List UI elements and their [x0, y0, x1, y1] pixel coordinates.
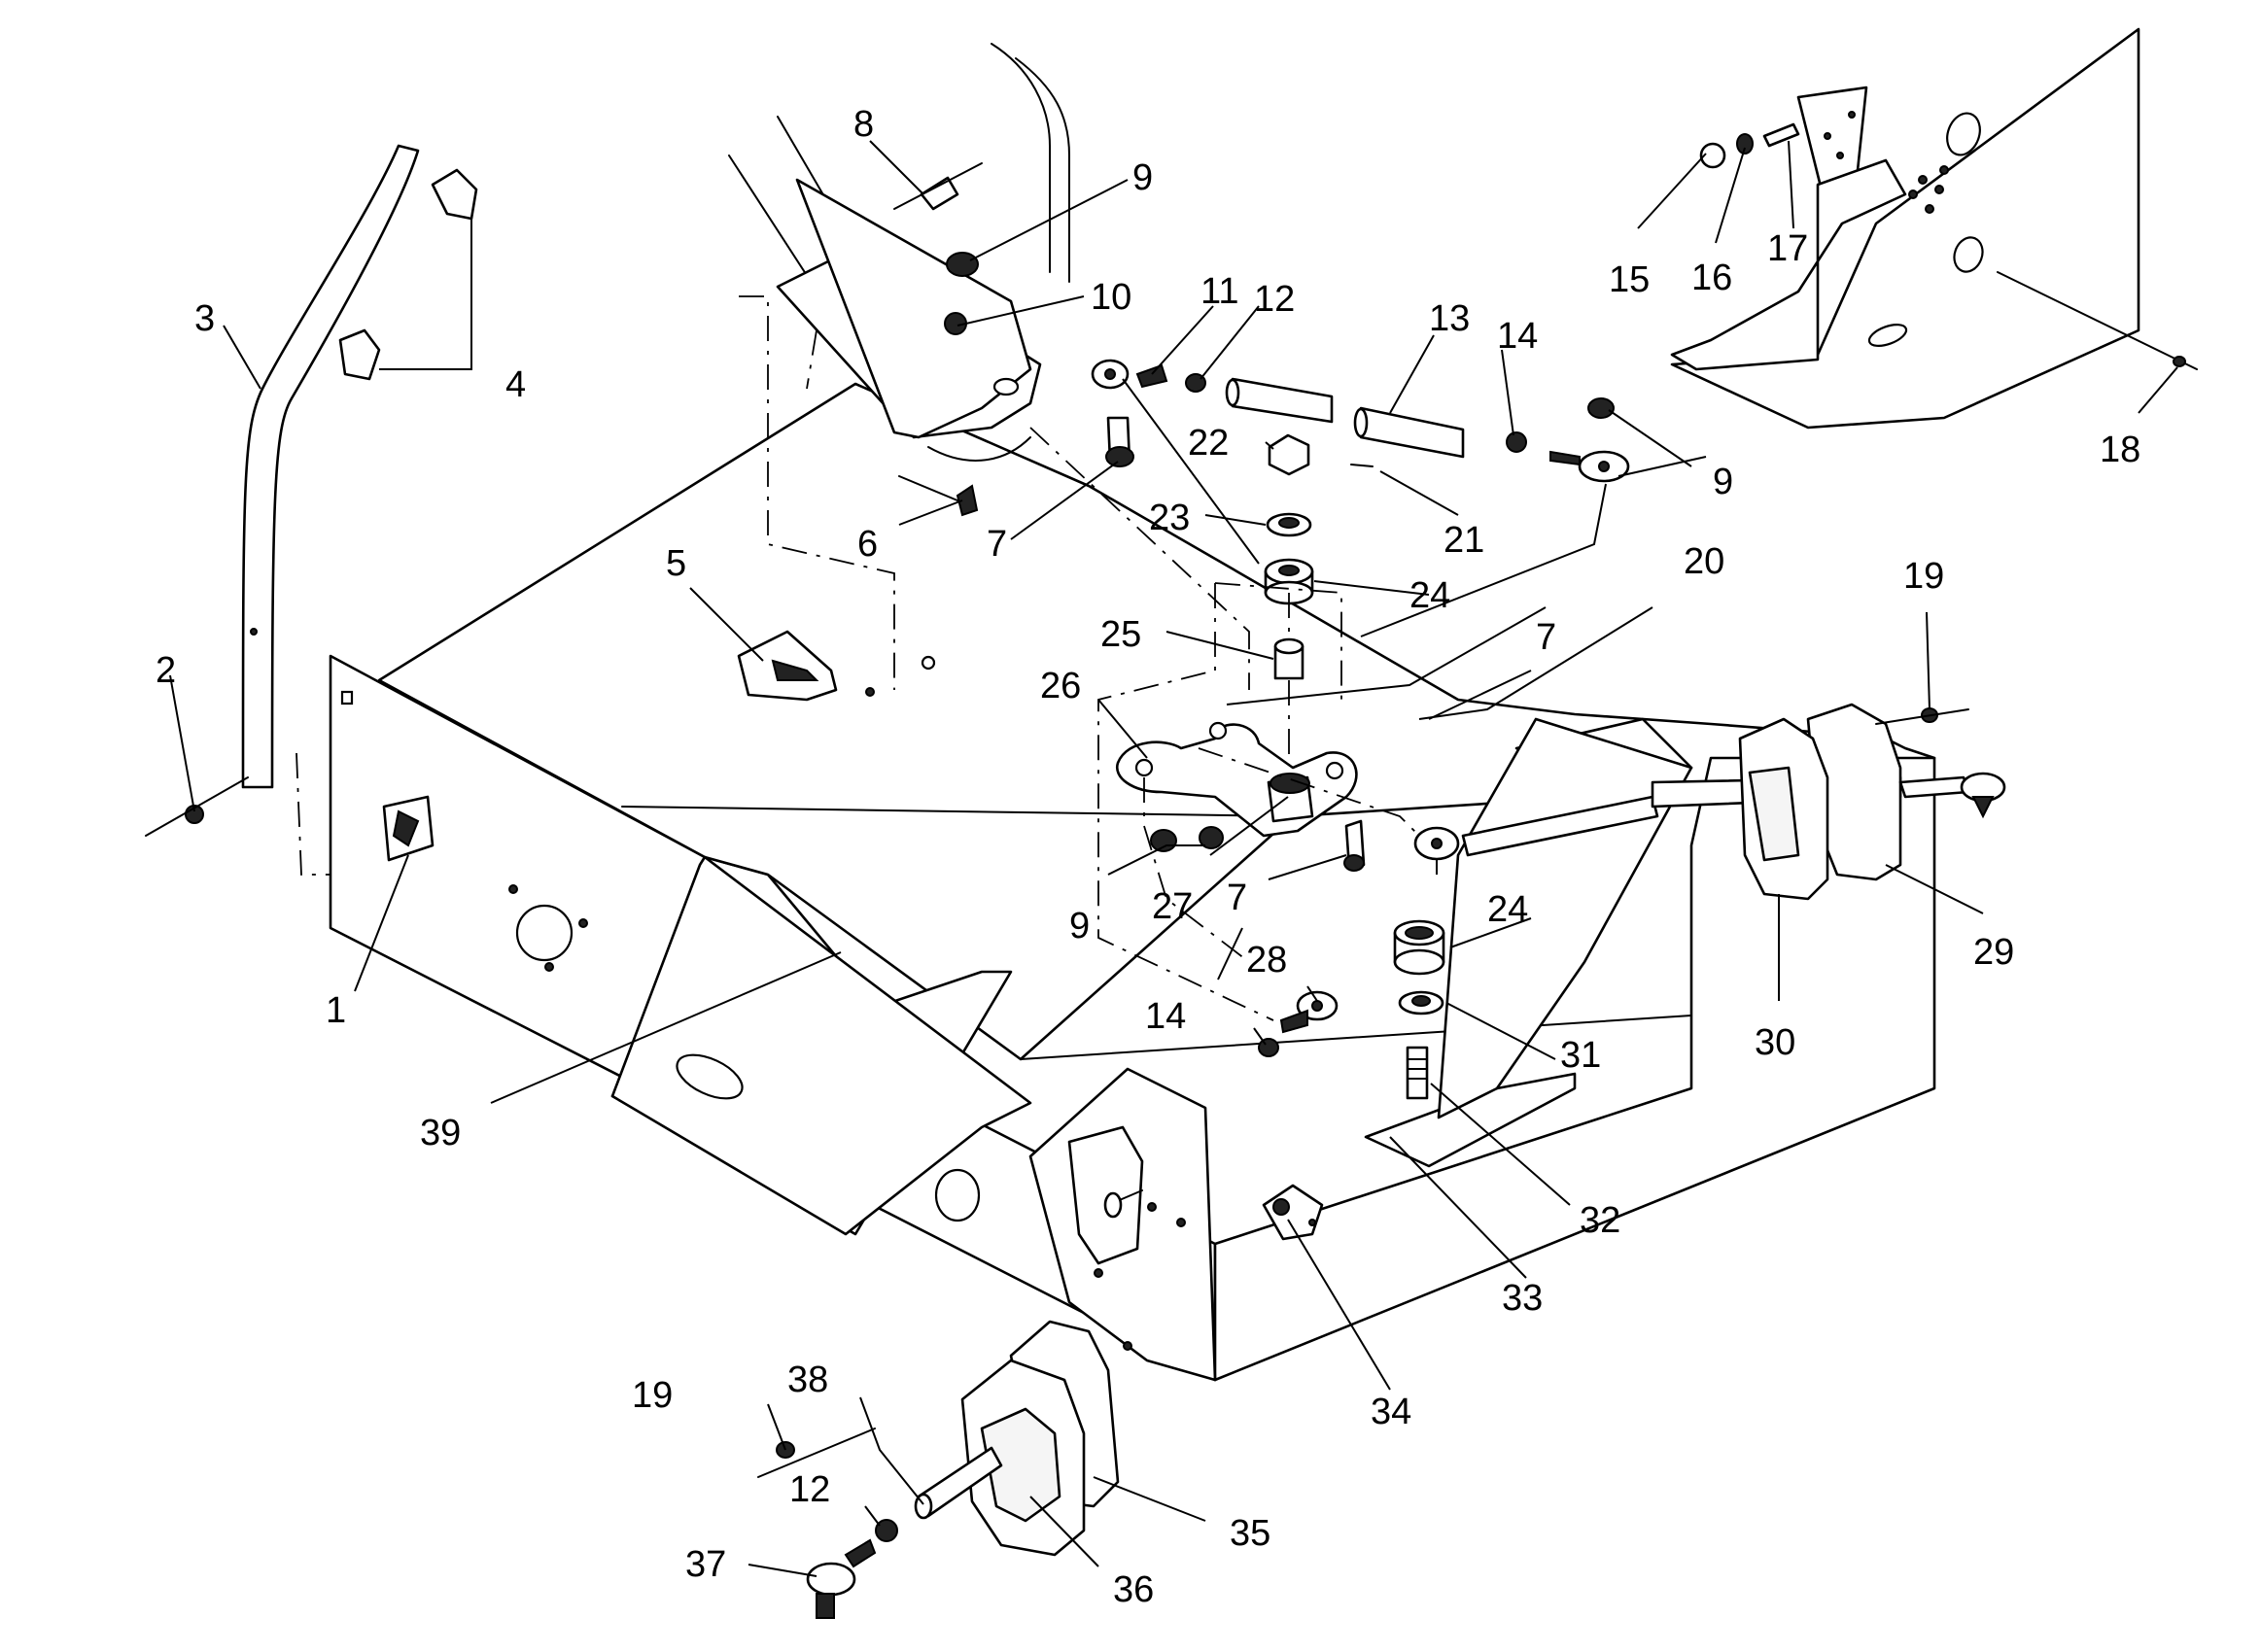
callout-25: 25	[1100, 614, 1141, 655]
part-6-clip	[898, 475, 979, 517]
main-frame	[329, 382, 1936, 1382]
callout-24a: 24	[1409, 575, 1450, 616]
grip-caps-4	[338, 168, 478, 381]
callout-33: 33	[1502, 1278, 1543, 1319]
callout-34: 34	[1371, 1392, 1411, 1432]
pitman-arm-26-27	[1115, 721, 1440, 963]
callout-4: 4	[505, 364, 526, 405]
callout-13: 13	[1429, 298, 1470, 339]
callout-15: 15	[1609, 259, 1650, 300]
callout-39: 39	[420, 1113, 461, 1153]
callout-6: 6	[857, 524, 878, 565]
callout-23: 23	[1149, 498, 1190, 538]
fender-top-right	[1670, 27, 2198, 430]
callout-14b: 14	[1145, 996, 1186, 1037]
callout-37: 37	[685, 1544, 726, 1585]
callout-27: 27	[1152, 886, 1193, 927]
lower-linkage	[1258, 919, 1445, 1100]
callout-32: 32	[1580, 1200, 1620, 1241]
callout-3: 3	[194, 298, 215, 339]
callout-1: 1	[326, 990, 346, 1031]
drag-link	[1413, 703, 2006, 901]
callout-22: 22	[1188, 423, 1229, 464]
callout-28: 28	[1246, 940, 1287, 981]
callout-9a: 9	[1132, 157, 1153, 198]
linkage-parts	[893, 162, 1630, 1021]
callout-16: 16	[1691, 258, 1732, 298]
callout-38: 38	[787, 1359, 828, 1400]
callout-9b: 9	[1713, 462, 1733, 502]
callout-35: 35	[1230, 1513, 1270, 1554]
callout-12a: 12	[1254, 279, 1295, 320]
callout-21: 21	[1444, 520, 1484, 561]
callout-7a: 7	[987, 524, 1007, 565]
leader-lines	[169, 140, 2178, 1577]
callout-7b: 7	[1536, 617, 1556, 658]
callout-30: 30	[1755, 1022, 1795, 1063]
callout-29: 29	[1973, 932, 2014, 973]
front-bracket	[757, 1067, 1324, 1619]
handle-tube-3	[241, 144, 420, 876]
callout-10: 10	[1091, 277, 1131, 318]
callout-18: 18	[2100, 430, 2140, 470]
callout-7c: 7	[1227, 878, 1247, 918]
callout-8: 8	[853, 104, 874, 145]
part-5-clamp	[737, 630, 936, 702]
callout-17: 17	[1767, 228, 1808, 269]
callout-24b: 24	[1487, 889, 1528, 930]
callout-5: 5	[666, 543, 686, 584]
callout-31: 31	[1560, 1035, 1601, 1076]
callout-2: 2	[156, 650, 176, 691]
callout-12b: 12	[789, 1469, 830, 1510]
callout-9c: 9	[1069, 906, 1090, 946]
callout-14a: 14	[1497, 316, 1538, 357]
part-1-bushing	[382, 795, 435, 862]
callout-11: 11	[1200, 271, 1238, 312]
callout-26: 26	[1040, 666, 1081, 706]
callout-36: 36	[1113, 1569, 1154, 1610]
callout-19b: 19	[632, 1375, 673, 1416]
callout-labels: 1 2 3 4 5 6 7 7 7 8 9 9 9 10 11 12 12 13…	[156, 104, 2140, 1610]
steering-bracket	[728, 43, 1250, 690]
callout-20: 20	[1684, 541, 1724, 582]
callout-19a: 19	[1903, 556, 1944, 597]
part-2-nut	[145, 776, 249, 837]
